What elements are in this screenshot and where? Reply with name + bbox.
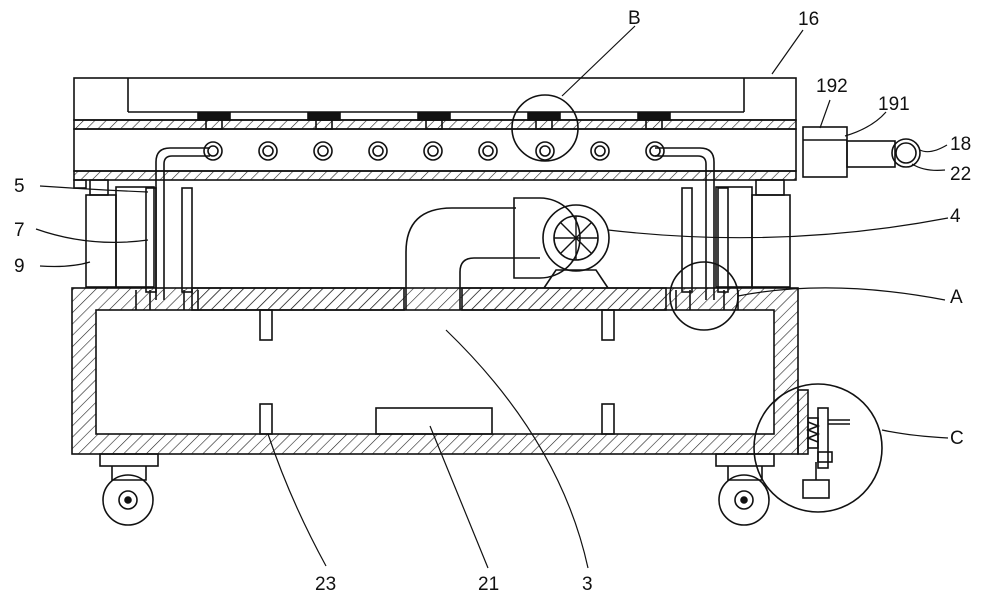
label-18: 18 [950,134,971,155]
heating-chamber [74,129,796,180]
top-plate [74,78,796,129]
leader-4 [608,218,948,238]
label-22: 22 [950,164,971,185]
label-4: 4 [950,206,961,227]
label-21: 21 [478,574,499,595]
label-191: 191 [878,94,910,115]
label-192: 192 [816,76,848,97]
leader-18 [920,145,947,152]
label-9: 9 [14,256,25,277]
label-b: B [628,8,641,29]
label-5: 5 [14,176,25,197]
left-wheel [100,454,158,525]
label-7: 7 [14,220,25,241]
roller-row [204,142,664,160]
leader-c [882,430,948,438]
leader-16 [772,30,803,74]
roller [479,142,497,160]
leader-b [562,26,635,96]
leader-7 [36,229,148,242]
right-wheel [716,454,774,525]
roller [259,142,277,160]
label-c: C [950,428,964,449]
leader-22 [912,164,945,170]
roller [204,142,222,160]
label-3: 3 [582,574,593,595]
leader-9 [40,262,90,267]
leader-191 [845,112,886,136]
roller [369,142,387,160]
roller [536,142,554,160]
roller [646,142,664,160]
side-outlet [803,127,920,177]
roller [424,142,442,160]
leader-192 [820,100,830,128]
base-frame [72,288,798,454]
fan [514,198,609,288]
label-a: A [950,287,963,308]
roller [314,142,332,160]
label-16: 16 [798,9,819,30]
roller [591,142,609,160]
label-23: 23 [315,574,336,595]
